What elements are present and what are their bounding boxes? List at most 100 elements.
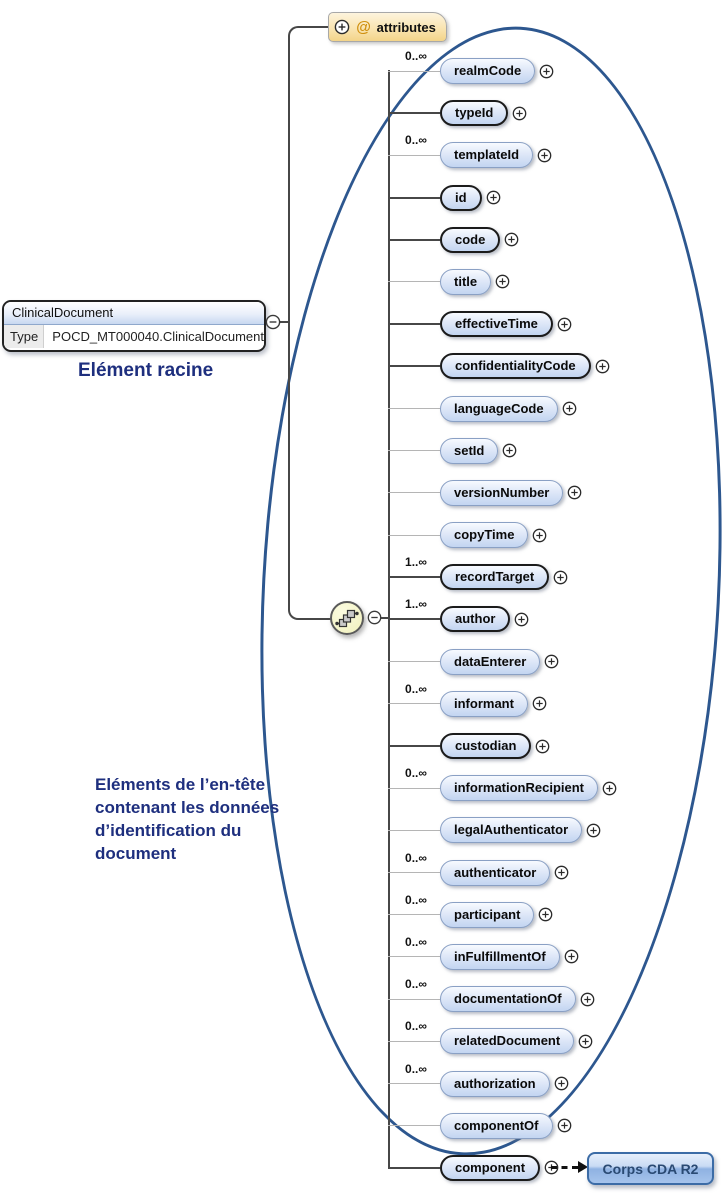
- element-row-documentationOf: 0..∞documentationOf: [388, 977, 595, 1013]
- element-box-dataEnterer[interactable]: dataEnterer: [440, 648, 541, 675]
- expand-plus-icon[interactable]: [535, 739, 550, 754]
- element-box-versionNumber[interactable]: versionNumber: [440, 479, 564, 506]
- collapse-minus-icon[interactable]: [367, 610, 382, 630]
- element-box-relatedDocument[interactable]: relatedDocument: [440, 1028, 575, 1055]
- connector-line: [388, 534, 440, 536]
- expand-plus-icon[interactable]: [553, 570, 568, 585]
- expand-plus-icon[interactable]: [502, 443, 517, 458]
- expand-plus-icon[interactable]: [567, 485, 582, 500]
- element-box-custodian[interactable]: custodian: [440, 733, 532, 760]
- connector-line: [388, 829, 440, 831]
- expand-plus-icon[interactable]: [557, 317, 572, 332]
- collapse-minus-icon[interactable]: [265, 314, 281, 335]
- connector-root-to-attributes: [288, 26, 334, 324]
- element-row-versionNumber: versionNumber: [388, 479, 582, 507]
- connector-line: [388, 365, 440, 368]
- connector-line: [388, 618, 440, 621]
- attributes-label: attributes: [376, 19, 436, 35]
- element-box-informant[interactable]: informant: [440, 690, 528, 717]
- element-row-custodian: custodian: [388, 732, 550, 760]
- element-box-authorization[interactable]: authorization: [440, 1070, 550, 1097]
- expand-plus-icon[interactable]: [334, 19, 350, 35]
- element-box-id[interactable]: id: [440, 184, 482, 211]
- element-box-recordTarget[interactable]: recordTarget: [440, 564, 550, 591]
- expand-plus-icon[interactable]: [538, 907, 553, 922]
- expand-plus-icon[interactable]: [532, 528, 547, 543]
- element-box-languageCode[interactable]: languageCode: [440, 395, 558, 422]
- element-row-componentOf: componentOf: [388, 1112, 572, 1140]
- connector-line: [388, 492, 440, 494]
- expand-plus-icon[interactable]: [512, 106, 527, 121]
- cardinality-label: 1..∞: [405, 597, 427, 612]
- expand-plus-icon[interactable]: [557, 1118, 572, 1133]
- connector-line: [388, 238, 440, 241]
- element-row-informationRecipient: 0..∞informationRecipient: [388, 766, 617, 802]
- cardinality-label: 0..∞: [405, 892, 427, 907]
- element-row-templateId: 0..∞templateId: [388, 133, 552, 169]
- expand-plus-icon[interactable]: [554, 1076, 569, 1091]
- element-box-participant[interactable]: participant: [440, 901, 535, 928]
- header-group-caption: Eléments de l’en-tête contenant les donn…: [95, 775, 280, 863]
- expand-plus-icon[interactable]: [595, 359, 610, 374]
- connector-line: [388, 408, 440, 410]
- expand-plus-icon[interactable]: [486, 190, 501, 205]
- attributes-box[interactable]: @ attributes: [328, 12, 447, 42]
- cardinality-label: 0..∞: [405, 1061, 427, 1076]
- expand-plus-icon[interactable]: [539, 64, 554, 79]
- connector-line: [388, 914, 440, 916]
- element-box-effectiveTime[interactable]: effectiveTime: [440, 311, 553, 338]
- element-box-realmCode[interactable]: realmCode: [440, 58, 536, 84]
- element-row-participant: 0..∞ participant: [388, 893, 553, 929]
- expand-plus-icon[interactable]: [564, 949, 579, 964]
- expand-plus-icon[interactable]: [544, 654, 559, 669]
- corps-cda-r2-box[interactable]: Corps CDA R2: [587, 1152, 714, 1185]
- element-box-inFulfillmentOf[interactable]: inFulfillmentOf: [440, 943, 560, 970]
- element-box-informationRecipient[interactable]: informationRecipient: [440, 775, 599, 802]
- connector-line: [388, 196, 440, 199]
- expand-plus-icon[interactable]: [495, 274, 510, 289]
- element-box-documentationOf[interactable]: documentationOf: [440, 986, 576, 1013]
- sequence-compositor-icon[interactable]: [330, 601, 364, 635]
- element-row-author: 1..∞ author: [388, 597, 529, 633]
- expand-plus-icon[interactable]: [514, 612, 529, 627]
- root-element-box[interactable]: ClinicalDocument Type POCD_MT000040.Clin…: [2, 300, 266, 352]
- element-box-legalAuthenticator[interactable]: legalAuthenticator: [440, 817, 583, 844]
- element-box-component[interactable]: component: [440, 1154, 541, 1181]
- expand-plus-icon[interactable]: [580, 992, 595, 1007]
- element-box-author[interactable]: author: [440, 606, 511, 633]
- element-row-typeId: typeId: [388, 99, 527, 127]
- element-box-typeId[interactable]: typeId: [440, 100, 509, 127]
- at-symbol-icon: @: [356, 18, 371, 36]
- element-row-legalAuthenticator: legalAuthenticator: [388, 816, 601, 844]
- cardinality-label: 0..∞: [405, 681, 427, 696]
- expand-plus-icon[interactable]: [537, 148, 552, 163]
- element-box-copyTime[interactable]: copyTime: [440, 522, 529, 549]
- connector-line: [388, 1125, 440, 1127]
- connector-line: [388, 1083, 440, 1085]
- element-box-templateId[interactable]: templateId: [440, 142, 534, 169]
- expand-plus-icon[interactable]: [562, 401, 577, 416]
- expand-plus-icon[interactable]: [602, 781, 617, 796]
- connector-line: [388, 956, 440, 958]
- element-row-code: code: [388, 226, 519, 254]
- element-row-informant: 0..∞ informant: [388, 682, 547, 718]
- connector-line: [388, 154, 440, 156]
- cardinality-label: 0..∞: [405, 49, 427, 63]
- connector-line: [388, 70, 440, 72]
- element-row-relatedDocument: 0..∞relatedDocument: [388, 1019, 593, 1055]
- expand-plus-icon[interactable]: [504, 232, 519, 247]
- element-box-setId[interactable]: setId: [440, 437, 499, 464]
- element-box-confidentialityCode[interactable]: confidentialityCode: [440, 353, 591, 380]
- expand-plus-icon[interactable]: [586, 823, 601, 838]
- element-box-componentOf[interactable]: componentOf: [440, 1112, 553, 1139]
- connector-line: [388, 281, 440, 283]
- element-box-code[interactable]: code: [440, 226, 501, 253]
- element-row-authenticator: 0..∞authenticator: [388, 851, 569, 887]
- expand-plus-icon[interactable]: [554, 865, 569, 880]
- element-box-title[interactable]: title: [440, 268, 492, 295]
- connector-line: [388, 576, 440, 579]
- expand-plus-icon[interactable]: [578, 1034, 593, 1049]
- expand-plus-icon[interactable]: [532, 696, 547, 711]
- element-box-authenticator[interactable]: authenticator: [440, 859, 551, 886]
